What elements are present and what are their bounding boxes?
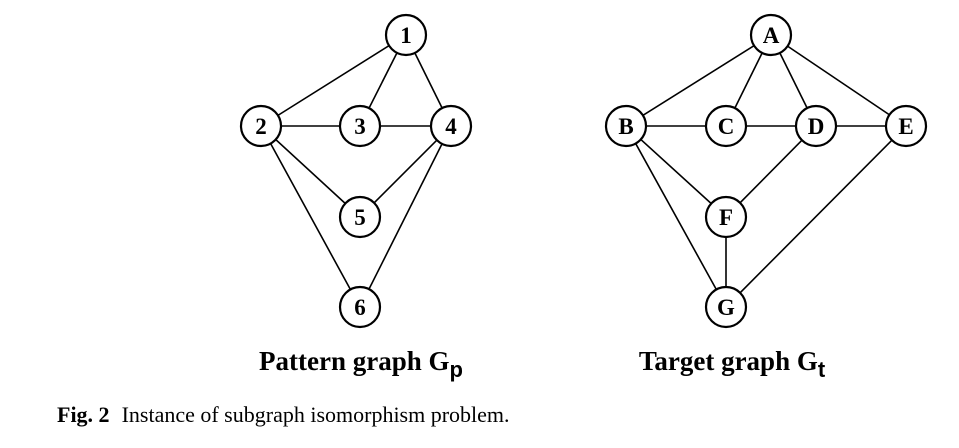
target-graph: A B C D E F G Target graph Gt [604, 13, 928, 382]
target-node-label-E: E [898, 114, 913, 139]
pattern-edge-1-2 [260, 34, 407, 127]
pattern-node-label-3: 3 [354, 114, 366, 139]
target-node-label-D: D [808, 114, 825, 139]
target-graph-edges [625, 34, 907, 308]
pattern-graph-title: Pattern graph Gp [259, 346, 463, 382]
target-edge-A-E [770, 34, 907, 127]
pattern-node-label-4: 4 [445, 114, 457, 139]
target-node-G: G [704, 285, 748, 329]
target-edge-B-G [625, 125, 727, 308]
pattern-node-4: 4 [429, 104, 473, 148]
figure-caption-label: Fig. 2 [57, 402, 110, 427]
target-node-circle-E [884, 104, 928, 148]
pattern-node-circle-1 [384, 13, 428, 57]
target-node-circle-F [704, 195, 748, 239]
figure-caption: Fig. 2 Instance of subgraph isomorphism p… [57, 402, 510, 428]
target-node-label-A: A [763, 23, 780, 48]
target-node-C: C [704, 104, 748, 148]
target-edge-A-B [625, 34, 772, 127]
pattern-graph: 1 2 3 4 5 6 Pattern graph Gp [239, 13, 473, 382]
pattern-node-3: 3 [338, 104, 382, 148]
pattern-node-circle-5 [338, 195, 382, 239]
pattern-graph-nodes: 1 2 3 4 5 6 [239, 13, 473, 329]
target-node-A: A [749, 13, 793, 57]
target-edge-B-F [625, 125, 727, 218]
target-edge-D-F [725, 125, 817, 218]
target-graph-title: Target graph Gt [639, 346, 826, 382]
target-node-circle-D [794, 104, 838, 148]
pattern-node-circle-6 [338, 285, 382, 329]
target-node-label-C: C [718, 114, 735, 139]
target-node-circle-C [704, 104, 748, 148]
pattern-node-circle-4 [429, 104, 473, 148]
pattern-node-2: 2 [239, 104, 283, 148]
figure-caption-text: Instance of subgraph isomorphism problem… [121, 402, 510, 427]
pattern-node-label-1: 1 [400, 23, 412, 48]
target-node-label-G: G [717, 295, 735, 320]
target-edge-E-G [725, 125, 907, 308]
pattern-node-5: 5 [338, 195, 382, 239]
target-node-F: F [704, 195, 748, 239]
pattern-edge-2-6 [260, 125, 361, 308]
target-graph-nodes: A B C D E F G [604, 13, 928, 329]
target-node-label-F: F [719, 205, 733, 230]
target-node-circle-B [604, 104, 648, 148]
pattern-node-6: 6 [338, 285, 382, 329]
pattern-node-circle-2 [239, 104, 283, 148]
pattern-node-label-5: 5 [354, 205, 366, 230]
pattern-node-circle-3 [338, 104, 382, 148]
target-node-D: D [794, 104, 838, 148]
pattern-edge-4-5 [359, 125, 452, 218]
target-node-circle-G [704, 285, 748, 329]
pattern-graph-edges [260, 34, 452, 308]
pattern-node-label-2: 2 [255, 114, 267, 139]
pattern-edge-2-5 [260, 125, 361, 218]
target-node-B: B [604, 104, 648, 148]
target-node-label-B: B [618, 114, 633, 139]
pattern-edge-4-6 [359, 125, 452, 308]
pattern-node-1: 1 [384, 13, 428, 57]
target-node-circle-A [749, 13, 793, 57]
target-node-E: E [884, 104, 928, 148]
pattern-node-label-6: 6 [354, 295, 366, 320]
